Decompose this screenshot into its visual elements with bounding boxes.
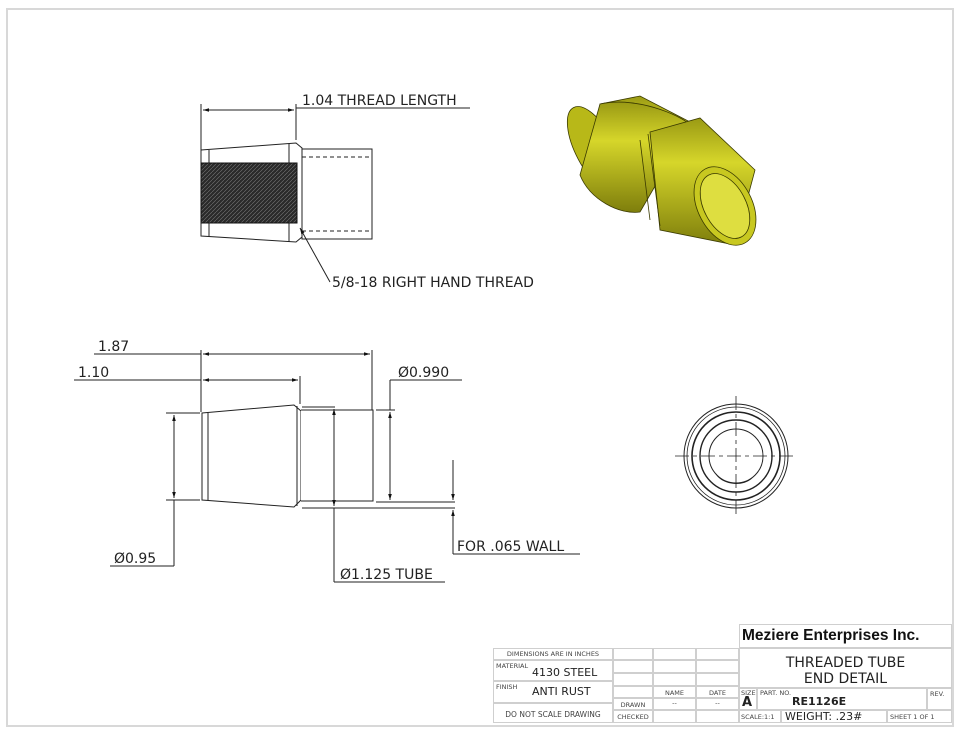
tube-od-dim: Ø1.125 TUBE [340, 567, 433, 583]
name-header: NAME [664, 689, 685, 697]
title-line-2: END DETAIL [803, 671, 888, 687]
company-name: Meziere Enterprises Inc. [742, 627, 920, 644]
part-no-label: PART. NO. [760, 689, 792, 697]
top-view [200, 104, 470, 283]
tube-id-dim: Ø0.990 [398, 365, 449, 381]
size-label: SIZE [741, 689, 756, 697]
material-label: MATERIAL [496, 662, 529, 670]
small-end-dim: Ø0.95 [114, 551, 156, 567]
scale-value: SCALE:1:1 [741, 713, 775, 721]
material-value: 4130 STEEL [532, 666, 598, 679]
weight-value: WEIGHT: .23# [785, 710, 863, 723]
date-header: DATE [709, 689, 726, 697]
part-number: RE1126E [792, 695, 847, 708]
overall-length-dim: 1.87 [98, 339, 129, 355]
side-view [74, 350, 580, 583]
finish-label: FINISH [496, 683, 518, 691]
rev-label: REV. [930, 690, 945, 698]
drawing-sheet [6, 8, 954, 727]
sheet-number: SHEET 1 OF 1 [890, 713, 935, 721]
title-line-1: THREADED TUBE [785, 655, 906, 671]
checked-label: CHECKED [617, 713, 649, 721]
finish-value: ANTI RUST [532, 685, 591, 698]
size-value: A [742, 695, 753, 710]
drawn-date: -- [715, 699, 720, 707]
isometric-view [566, 95, 757, 246]
thread-length-label: 1.04 THREAD LENGTH [302, 93, 457, 109]
do-not-scale-note: DO NOT SCALE DRAWING [505, 710, 601, 719]
drawn-name: -- [672, 699, 677, 707]
drawing-title: THREADED TUBE END DETAIL [739, 655, 952, 687]
end-view [675, 396, 797, 516]
wall-note: FOR .065 WALL [457, 539, 564, 555]
thread-callout-label: 5/8-18 RIGHT HAND THREAD [332, 275, 534, 291]
dimensions-note: DIMENSIONS ARE IN INCHES [506, 650, 600, 658]
drawn-label: DRAWN [620, 701, 646, 709]
taper-length-dim: 1.10 [78, 365, 109, 381]
